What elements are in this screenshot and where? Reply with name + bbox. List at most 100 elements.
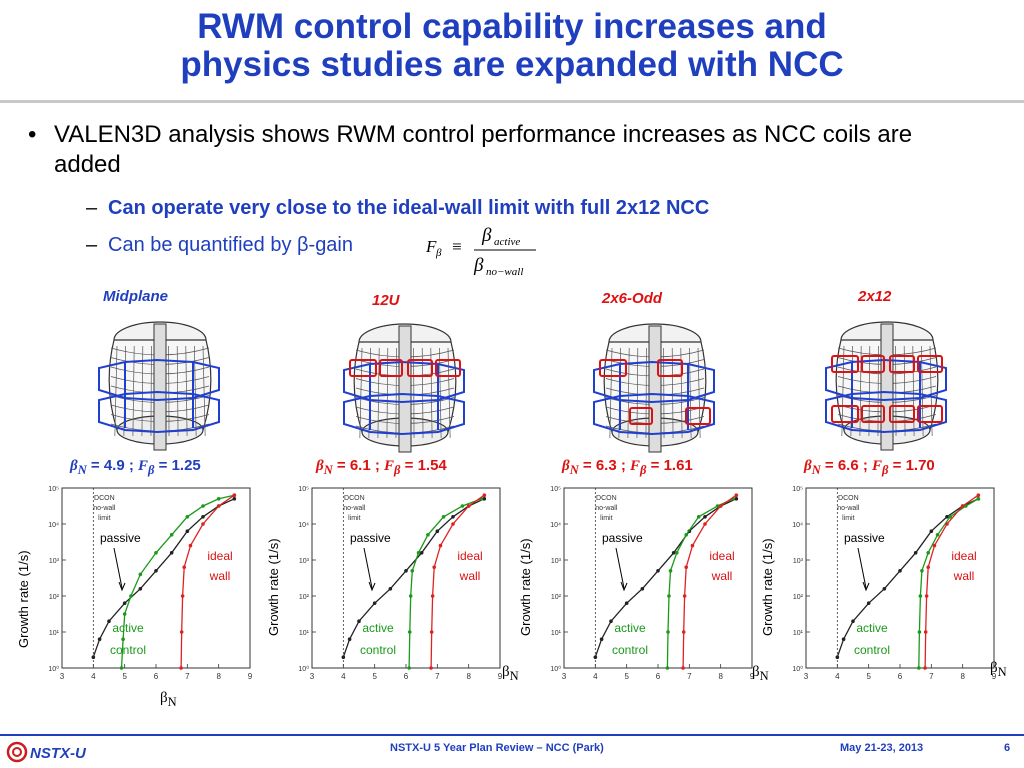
coil-diagram-12u [343,323,465,453]
passive-arrowhead [862,581,870,592]
coil-diagram-2x12 [825,321,947,451]
passive-label: passive [844,531,885,545]
data-point [851,619,855,623]
bullet-marker: • [28,121,37,148]
data-point [609,619,613,623]
data-point [682,594,687,598]
dcon-label: DCON [94,495,115,502]
data-point [407,630,412,634]
dcon-label: DCON [596,495,617,502]
beta-symbol: β [70,458,78,474]
data-point [119,666,124,670]
data-point [341,655,346,659]
y-tick-label: 10³ [299,558,310,565]
active-control-label: active [362,621,394,635]
data-point [923,666,927,670]
dcon-label: limit [600,515,612,522]
data-point [416,551,421,555]
x-tick-label: 9 [248,672,253,681]
mesh-line-vertical [194,345,197,437]
logo-text: NSTX-U [30,745,87,762]
data-point [866,601,871,605]
betaN-value: 6.1 [349,457,371,474]
center-column [153,323,167,451]
series-line-ideal-wall [180,494,235,669]
data-point [185,515,190,519]
active-control-label: active [112,621,144,635]
data-point [718,504,723,508]
eq-sign: = [650,457,660,474]
data-point [426,533,430,537]
dcon-label: no-wall [93,505,116,512]
data-point [232,493,237,497]
ncc-coil [917,355,943,373]
betaN-value: 6.6 [837,457,859,474]
ncc-coil [831,405,859,423]
passive-arrow [857,547,867,589]
dcon-label: no-wall [595,505,618,512]
data-point [734,493,739,497]
eq-sign: = [892,457,902,474]
data-point [430,594,435,598]
ncc-coil [407,359,433,377]
data-point [668,569,673,573]
data-point [665,666,670,670]
data-point [898,569,902,573]
passive-arrowhead [118,581,126,592]
x-tick-label: 3 [310,672,315,681]
ylabel-plot-1: Growth rate (1/s) [16,550,31,648]
data-point [960,504,965,508]
mesh-line-vertical [202,345,206,437]
beta-symbol: β [562,458,570,474]
data-point [410,569,415,573]
betaN-sub: N [759,669,769,683]
passive-arrow [615,547,625,589]
F-sub: β [882,463,889,477]
ncc-coil [831,355,859,373]
data-point [466,504,471,508]
ncc-coil [657,359,683,377]
mesh-line-vertical [609,347,613,439]
stat-2x6-odd: βN = 6.3 ; Fβ = 1.61 [562,457,693,478]
data-point [976,493,981,497]
x-tick-label: 9 [992,672,997,681]
data-point [169,533,174,537]
subbullet-dash: – [86,234,98,256]
formula-den-sub: no−wall [486,266,523,278]
data-point [923,630,928,634]
formula-equiv: ≡ [452,237,462,256]
ncc-coil [889,405,915,423]
formula-lhs: F [425,237,437,256]
ideal-wall-label: ideal [709,549,734,563]
series-line-ideal-wall [924,494,979,669]
title-line-2: physics studies are expanded with NCC [180,45,844,84]
x-tick-label: 3 [60,672,65,681]
y-tick-label: 10⁰ [792,665,803,673]
passive-label: passive [350,531,391,545]
data-point [681,666,685,670]
x-tick-label: 4 [593,672,598,681]
data-point [432,565,436,569]
xlabel-plot-3: βN [752,664,769,684]
data-point [599,637,604,641]
data-point [185,529,190,533]
data-point [138,572,143,577]
separator: ; [374,457,380,474]
data-point [201,515,205,519]
data-point [482,497,487,501]
beta-sub: N [323,463,333,477]
series-line-ideal-wall [430,494,485,669]
config-label-2x12: 2x12 [858,288,892,305]
x-tick-label: 7 [687,672,692,681]
data-point [734,497,739,501]
data-point [681,630,686,634]
data-point [917,630,922,634]
passive-label: passive [602,531,643,545]
passive-arrow [363,547,373,589]
y-tick-label: 10⁴ [792,522,803,529]
bullet-text: VALEN3D analysis shows RWM control perfo… [54,121,913,178]
passive-arrowhead [368,581,376,592]
data-point [715,504,720,508]
active-control-label: active [614,621,646,635]
